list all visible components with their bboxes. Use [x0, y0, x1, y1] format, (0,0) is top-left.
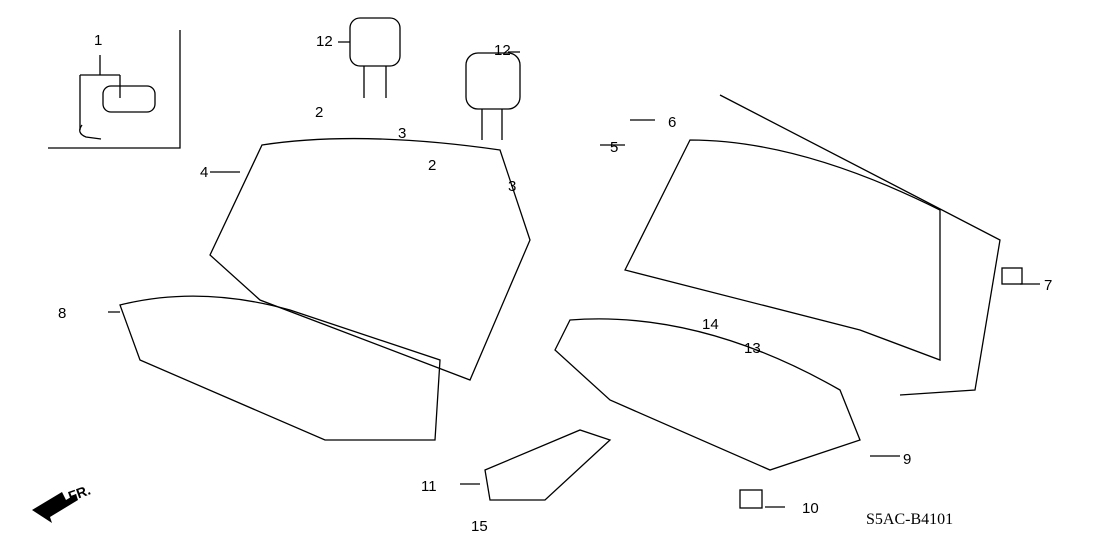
front-arrow-icon	[32, 492, 78, 523]
headrest-left	[349, 17, 401, 67]
callout-1: 1	[94, 32, 103, 49]
callout-12: 12	[316, 33, 333, 50]
callout-2: 2	[315, 104, 324, 121]
clip-10	[739, 489, 763, 509]
headrest-right	[465, 52, 521, 110]
callout-9: 9	[903, 451, 912, 468]
callout-4: 4	[200, 164, 209, 181]
callout-12: 12	[494, 42, 511, 59]
kit-frame	[48, 30, 181, 149]
callout-7: 7	[1044, 277, 1053, 294]
callout-5: 5	[610, 139, 619, 156]
callout-10: 10	[802, 500, 819, 517]
callout-8: 8	[58, 305, 67, 322]
callout-13: 13	[744, 340, 761, 357]
armrest-part	[484, 429, 612, 501]
callout-3: 3	[398, 125, 407, 142]
clip-7	[1001, 267, 1023, 285]
callout-6: 6	[668, 114, 677, 131]
seat-cushion-right	[554, 318, 861, 471]
callout-2: 2	[428, 157, 437, 174]
seat-cushion-left	[119, 295, 441, 441]
callout-3: 3	[508, 178, 517, 195]
seatback-left	[209, 137, 531, 381]
seatback-frame	[719, 94, 1001, 396]
seatback-right	[624, 139, 941, 361]
callout-14: 14	[702, 316, 719, 333]
diagram-code: S5AC-B4101	[866, 511, 954, 528]
clip-part	[79, 124, 102, 140]
callout-11: 11	[421, 478, 437, 495]
staples-part	[102, 85, 156, 113]
callout-15: 15	[471, 518, 488, 535]
